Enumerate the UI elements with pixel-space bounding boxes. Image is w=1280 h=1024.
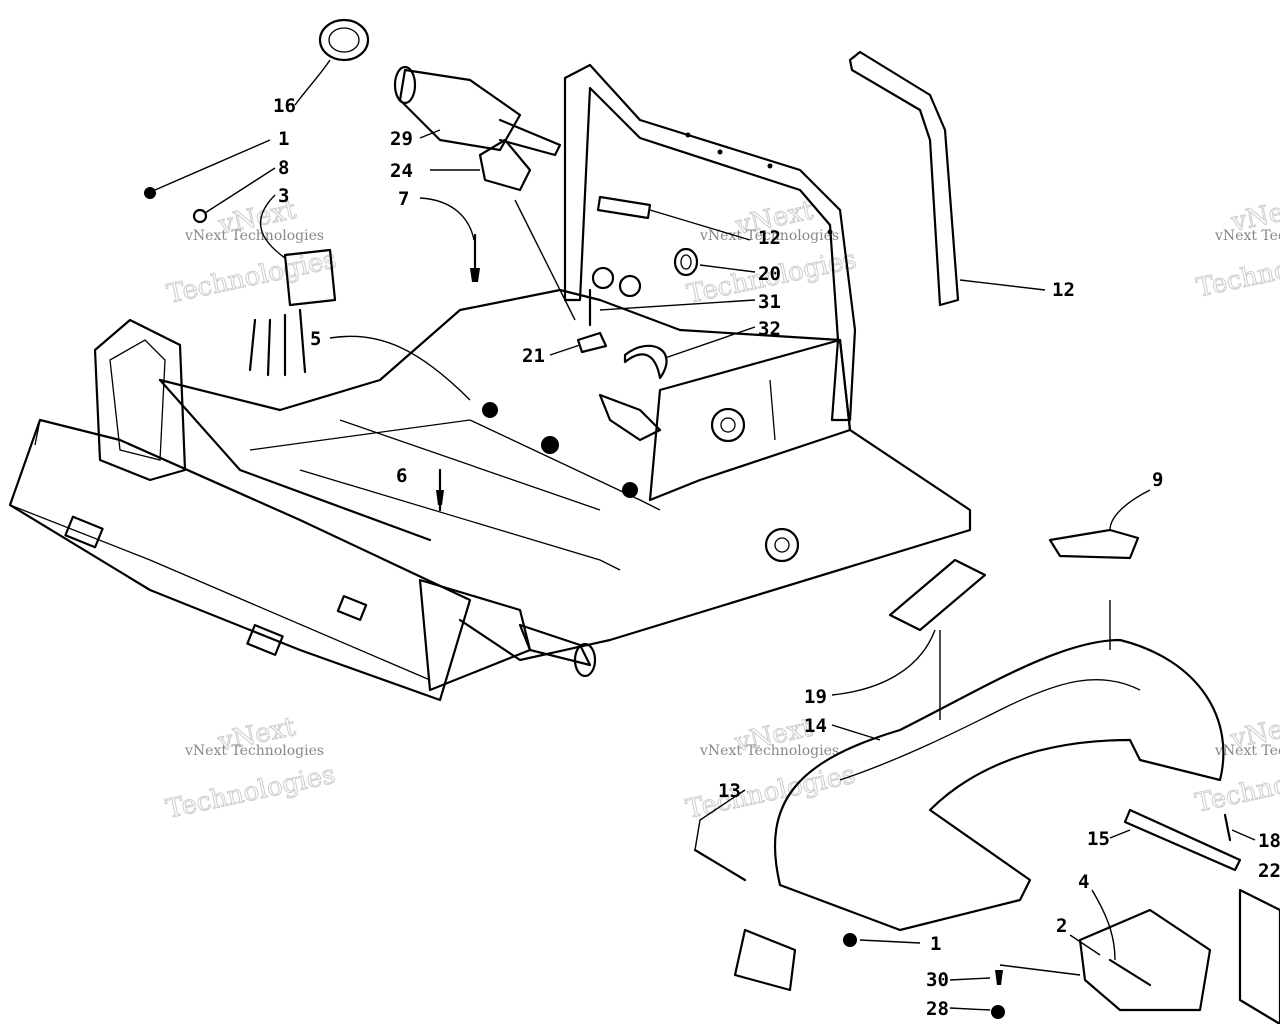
callout-8: 8 [278,157,289,179]
part-18-screw [1223,813,1232,842]
watermark-small-5: vNext Technologies [699,743,839,759]
part-4-bolt [1108,958,1152,987]
part-2-bracket-assembly [1078,908,1212,1012]
callout-9: 9 [1152,469,1163,491]
callout-14: 14 [804,715,827,737]
callout-28: 28 [926,998,949,1020]
callout-22: 22 [1258,860,1280,882]
callout-12-right: 12 [1052,279,1075,301]
callout-1-bottom: 1 [930,933,941,955]
watermark-small-1: vNext Technologies [184,228,324,244]
part-12-trim-strip [848,50,960,307]
callout-30: 30 [926,969,949,991]
part-1-nut-bottom [843,933,857,947]
part-15-bracket [1123,808,1242,872]
part-29-starter [393,65,562,157]
callout-13: 13 [718,780,741,802]
callout-7: 7 [398,188,409,210]
watermark-small-6: vNext Technologies [1214,743,1280,759]
callout-5: 5 [310,328,321,350]
part-30-washer [995,970,1003,985]
callout-18: 18 [1258,830,1280,852]
callout-19: 19 [804,686,827,708]
watermark-big-6: Technologies [1194,238,1280,303]
callout-16: 16 [273,95,296,117]
watermark-small-2: vNext Technologies [699,228,839,244]
part-21-bracket [576,331,608,354]
part-hood-latch [733,928,797,992]
callout-29: 29 [390,128,413,150]
part-28-nut [991,1005,1005,1019]
part-32-hose [623,344,668,380]
callout-12-top: 12 [758,227,781,249]
part-8-washer [192,208,208,224]
part-7-bolt [470,233,480,282]
part-3-wiring-connector [248,248,337,377]
callout-31: 31 [758,291,781,313]
callout-2: 2 [1056,915,1067,937]
part-6-bolt [436,468,444,512]
callout-24: 24 [390,160,413,182]
watermark-small-3: vNext Technologies [1214,228,1280,244]
callout-32: 32 [758,318,781,340]
watermark-big-12: Technologies [1193,754,1280,819]
part-24-pad [478,138,532,192]
callout-labels: 16 1 8 3 29 24 7 5 12 20 31 32 21 6 12 9… [273,95,1280,1020]
callout-3: 3 [278,185,289,207]
callout-21: 21 [522,345,545,367]
part-right-frame-edge [1238,888,1280,1024]
watermark-big-8: Technologies [163,760,338,825]
watermark-small-4: vNext Technologies [184,743,324,759]
callout-6: 6 [396,465,407,487]
part-19-pad [888,558,987,632]
watermark-big-2: Technologies [164,245,339,310]
callout-4: 4 [1078,871,1089,893]
part-14-hood [773,638,1225,932]
part-1-nut-top [144,187,156,199]
part-9-decal [1048,528,1140,560]
callout-20: 20 [758,263,781,285]
part-20-grommet [673,247,699,277]
part-16-clamp [318,18,370,62]
part-12-label [596,195,652,220]
watermark-group: vNext Technologies vNext Technologies vN… [163,192,1280,826]
callout-1-top: 1 [278,128,289,150]
watermark-big-10: Technologies [683,760,858,825]
chassis-frame [8,63,972,702]
part-13-screw [693,848,747,882]
callout-15: 15 [1087,828,1110,850]
leader-lines [154,59,1256,1011]
